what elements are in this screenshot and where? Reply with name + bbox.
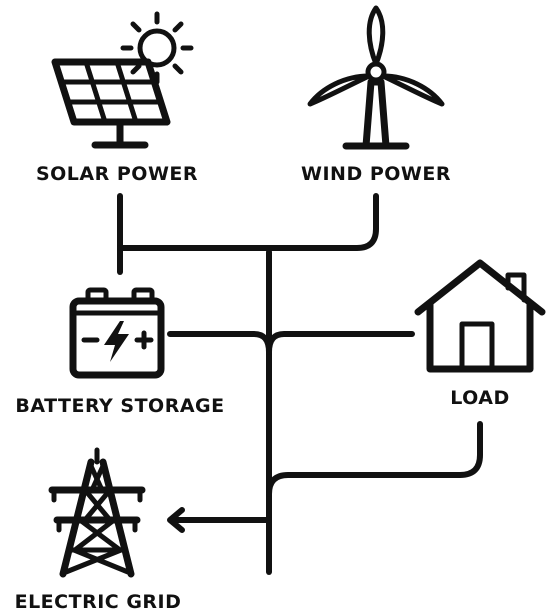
arrow-left-icon [167,507,185,533]
battery-storage-label: BATTERY STORAGE [15,395,224,417]
wind-turbine-icon [307,5,445,150]
transmission-tower-icon [48,447,146,578]
solar-panel-icon [51,58,171,149]
solar-power-label: SOLAR POWER [36,163,198,185]
load-label: LOAD [450,387,510,409]
wind-power-label: WIND POWER [301,163,451,185]
battery-icon [69,287,165,379]
sun-icon [120,11,194,85]
load-connector [266,331,415,355]
house-icon [414,259,546,373]
top-bus-line [117,193,379,251]
battery-connector [167,331,272,355]
connection-wires [117,193,483,575]
load-to-bus-connector [266,421,483,497]
electric-grid-label: ELECTRIC GRID [15,591,182,613]
